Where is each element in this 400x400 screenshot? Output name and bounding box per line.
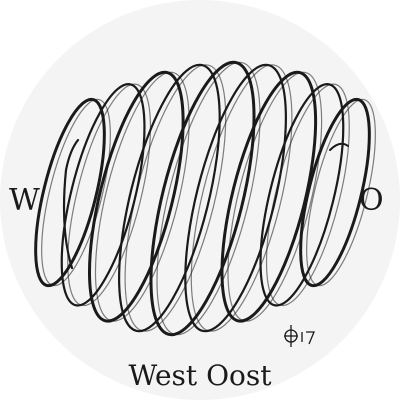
coil-loop-front bbox=[118, 63, 221, 333]
coil-loop-front bbox=[184, 63, 287, 333]
coil-loop-front bbox=[299, 97, 371, 288]
coil-loop-front bbox=[34, 97, 106, 288]
coil-loop-front bbox=[60, 83, 146, 307]
coil-loop-front bbox=[259, 83, 345, 307]
coil-tail-east bbox=[329, 142, 349, 151]
east-letter: O bbox=[359, 183, 384, 218]
coil-loop-front bbox=[87, 70, 185, 323]
artist-signature-mark bbox=[284, 325, 315, 347]
caption-west-oost: West Oost bbox=[128, 359, 272, 392]
coil-loop-front bbox=[149, 60, 256, 337]
west-letter: W bbox=[9, 183, 40, 218]
coil-tail-west bbox=[62, 138, 80, 270]
